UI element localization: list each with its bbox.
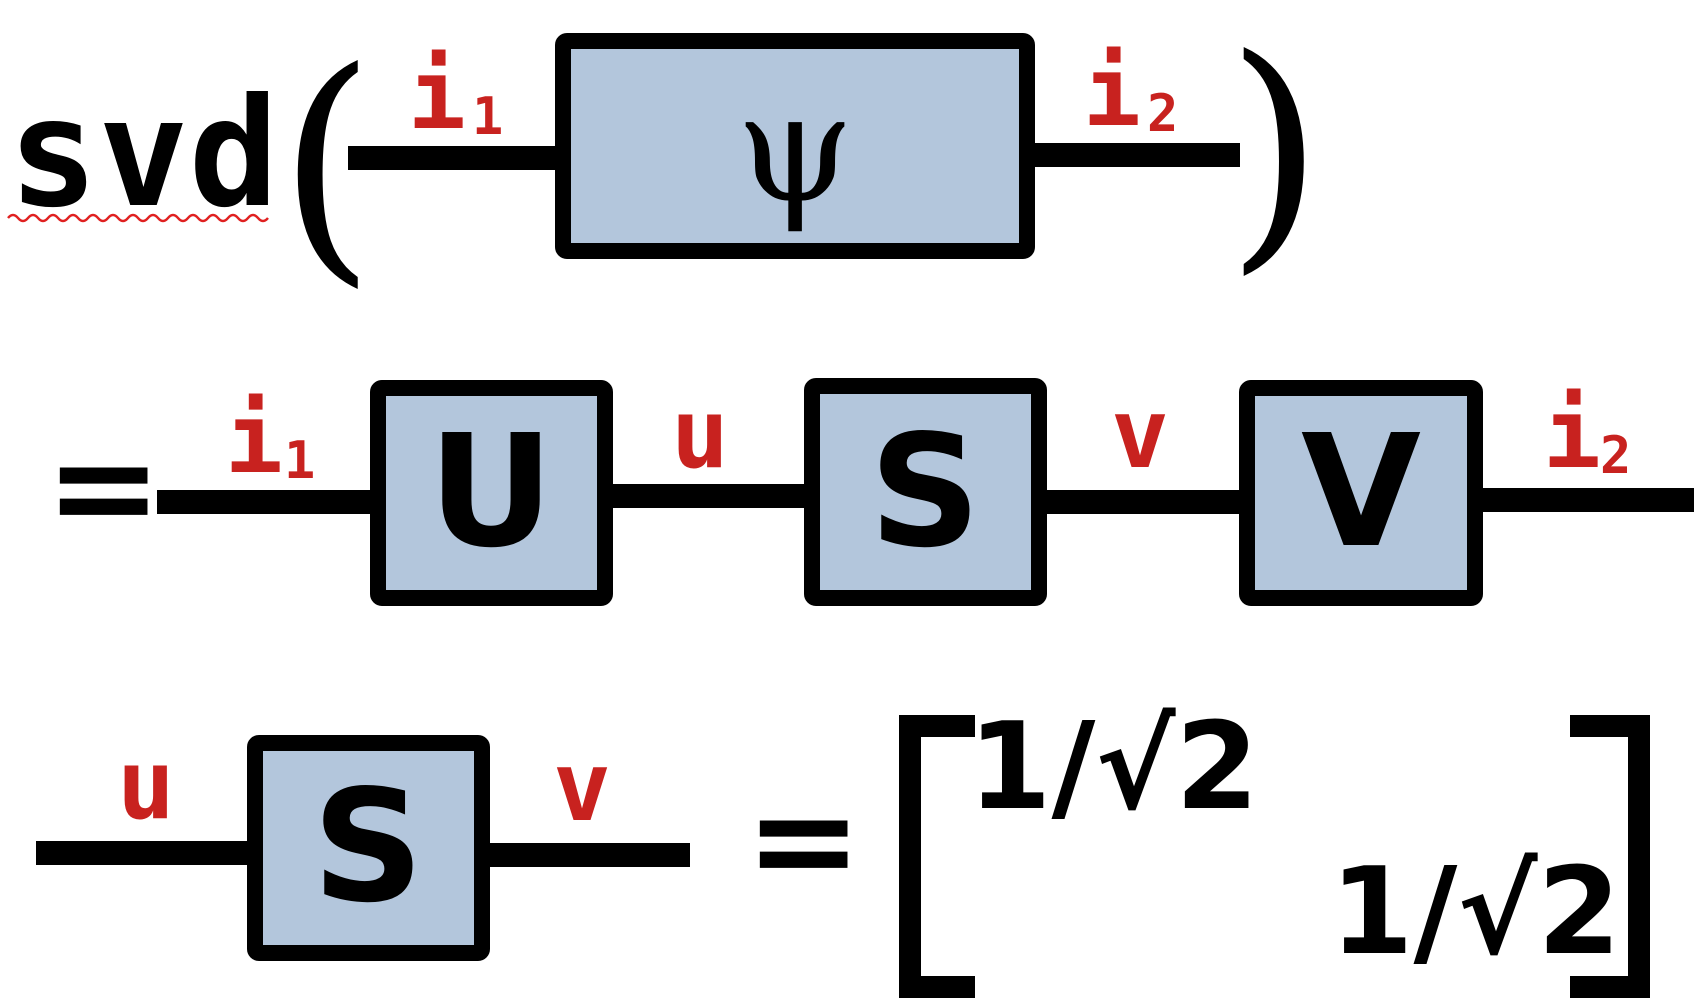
matrix-entry-11: 1/√2 — [968, 698, 1259, 837]
index-label-u-row3: u — [117, 729, 175, 841]
index-label-i1-row2-base: i — [225, 383, 283, 495]
spellcheck-squiggle — [7, 213, 269, 223]
tensor-psi-label: ψ — [736, 62, 854, 236]
equals-sign-row3: = — [745, 759, 862, 922]
index-label-i2: i 2 — [1083, 36, 1178, 148]
right-bracket — [1570, 715, 1650, 998]
tensor-s-row3-label: S — [312, 756, 424, 937]
tensor-v-label: V — [1301, 401, 1421, 582]
row-decomposition: = i 1 U u S v V i 2 — [45, 378, 1694, 606]
index-label-v-row2: v — [1111, 378, 1169, 490]
close-paren: ) — [1226, 5, 1324, 296]
equals-sign-row2: = — [45, 406, 162, 569]
matrix-entry-22: 1/√2 — [1330, 843, 1621, 982]
index-label-i1: i 1 — [408, 39, 503, 151]
tensor-u-label: U — [428, 401, 554, 582]
svd-function-name: svd — [8, 67, 279, 241]
index-label-i1-row2: i 1 — [225, 383, 315, 495]
row-singular-values: u S v = 1/√2 1/√2 — [36, 698, 1650, 998]
index-label-i2-base: i — [1083, 36, 1141, 148]
left-bracket — [899, 715, 975, 998]
index-label-i2-row2-base: i — [1543, 378, 1601, 490]
index-label-i1-sub: 1 — [472, 87, 503, 147]
index-label-i2-sub: 2 — [1147, 84, 1178, 144]
matrix: 1/√2 1/√2 — [899, 698, 1650, 998]
index-label-v-row3: v — [553, 731, 611, 843]
index-label-i1-base: i — [408, 39, 466, 151]
row-svd-call: svd ( i 1 ψ i 2 ) — [7, 5, 1324, 309]
index-label-i1-row2-sub: 1 — [284, 431, 315, 491]
index-label-i2-row2: i 2 — [1543, 378, 1631, 490]
index-label-u-row2: u — [671, 378, 729, 490]
index-label-i2-row2-sub: 2 — [1600, 426, 1631, 486]
tensor-s-row2-label: S — [869, 401, 981, 582]
